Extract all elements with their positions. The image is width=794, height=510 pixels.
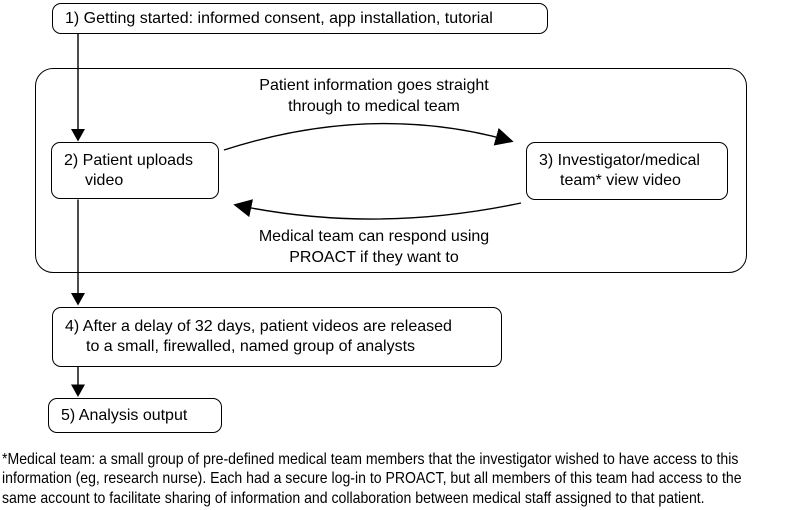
footnote-line-1: *Medical team: a small group of pre-defi… <box>2 451 739 468</box>
step-4-box: 4) After a delay of 32 days, patient vid… <box>52 307 502 367</box>
step-1-box: 1) Getting started: informed consent, ap… <box>52 3 548 34</box>
label-team-response: Medical team can respond using PROACT if… <box>258 228 490 266</box>
arrow-step3-to-step2-curve <box>233 199 522 220</box>
step-5-box: 5) Analysis output <box>48 398 222 433</box>
medical-team-loop-container <box>35 68 747 273</box>
arrow-step4-to-step5-head <box>71 384 85 397</box>
step-5-label: 5) Analysis output <box>61 406 188 424</box>
step-3-box: 3) Investigator/medical team* view video <box>526 142 728 200</box>
step-1-label: 1) Getting started: informed consent, ap… <box>65 9 493 27</box>
arrow-step2-to-step3-curve <box>223 122 514 151</box>
step-4-label: 4) After a delay of 32 days, patient vid… <box>65 318 452 355</box>
step-3-label: 3) Investigator/medical team* view video <box>539 152 700 189</box>
arrow-step1-to-step2-head <box>71 129 85 142</box>
arrow-step2-to-step4-head <box>71 293 85 306</box>
footnote: *Medical team: a small group of pre-defi… <box>2 450 794 508</box>
step-2-box: 2) Patient uploads video <box>51 142 219 199</box>
footnote-line-3: same account to facilitate sharing of in… <box>2 489 705 507</box>
step-2-label: 2) Patient uploads video <box>64 151 193 189</box>
label-patient-info-to-team: Patient information goes straight throug… <box>259 77 489 115</box>
footnote-line-2: information (eg, research nurse). Each h… <box>2 470 742 488</box>
